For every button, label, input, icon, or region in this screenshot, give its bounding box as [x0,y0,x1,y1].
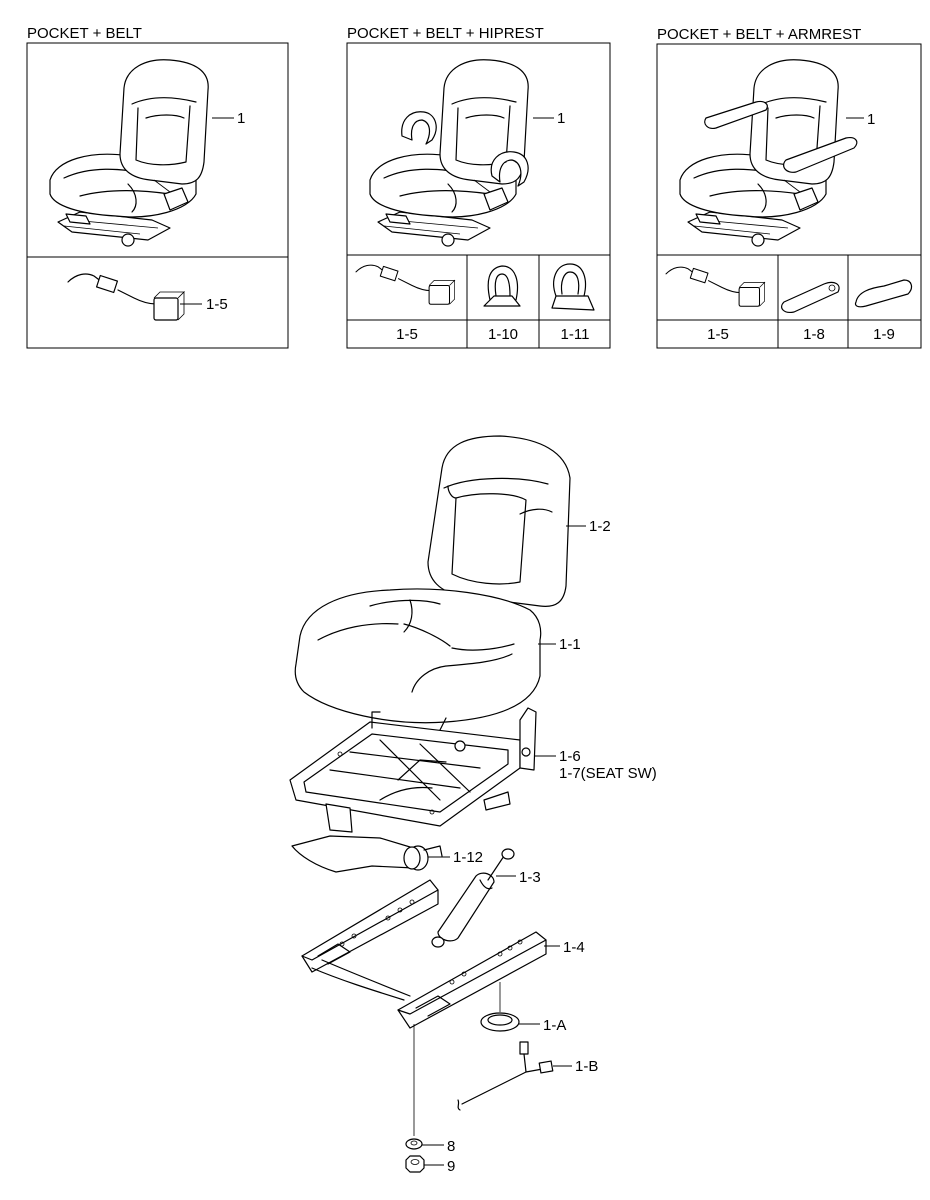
variant-panel-pocket-belt-armrest: POCKET + BELT + ARMREST 1 1-5 1-8 1-9 [656,26,922,349]
armrest-part-detail [828,284,836,292]
part-label: 1-8 [803,326,825,343]
nut-drawing [405,1155,425,1173]
callout-label: 1 [867,111,875,128]
belt-drawing [665,266,766,307]
callout-label: 1 [237,110,245,127]
variant-panel-pocket-belt-hiprest: POCKET + BELT + HIPREST 1 1-5 1-10 1-11 [346,25,611,349]
callout-label: 1-7(SEAT SW) [559,765,657,782]
grommet-drawing [480,1012,520,1032]
belt-drawing [67,273,185,321]
callout-label: 1-5 [206,296,228,313]
armrest-part-drawing [854,279,913,308]
seat-assembly-drawing [49,59,209,247]
part-label: 1-9 [873,326,895,343]
part-label: 1-11 [561,326,590,343]
callout-label: 1 [557,110,565,127]
part-label: 1-5 [396,326,418,343]
cover-plate-drawing [291,835,421,873]
backrest-drawing [427,435,571,607]
exploded-seat-view: 1-2 1-1 1-6 1 [289,435,657,1175]
shock-absorber-drawing [431,848,515,948]
variant-title: POCKET + BELT [27,25,142,42]
part-label: 1-5 [707,326,729,343]
hiprest-part-drawing [551,263,595,311]
armrest-right-drawing [783,137,858,173]
callout-label: 9 [447,1158,455,1175]
armrest-part-drawing [781,281,840,313]
callout-label: 1-12 [453,849,483,866]
hiprest-left-drawing [401,111,437,145]
variant-panel-pocket-belt: POCKET + BELT 1 1-5 [26,25,289,349]
armrest-left-drawing [704,100,768,129]
wire-harness-drawing [457,1041,554,1111]
callout-label: 1-B [575,1058,598,1075]
seat-frame-drawing [289,707,537,833]
part-label: 1-10 [488,326,518,343]
hiprest-part-drawing [483,265,521,307]
variant-frame [656,43,922,349]
variant-frame [346,42,611,349]
callout-label: 8 [447,1138,455,1155]
belt-drawing [355,264,456,305]
variant-frame [26,42,289,349]
callout-label: 1-6 [559,748,581,765]
callout-label: 1-4 [563,939,585,956]
slide-rail-drawing [301,879,547,1029]
callout-label: 1-1 [559,636,581,653]
washer-drawing [405,1138,423,1150]
knob-drawing [403,845,443,871]
variant-title: POCKET + BELT + HIPREST [347,25,544,42]
callout-label: 1-A [543,1017,566,1034]
callout-label: 1-3 [519,869,541,886]
hiprest-right-drawing [490,151,529,187]
cushion-drawing [294,588,542,724]
variant-title: POCKET + BELT + ARMREST [657,26,861,43]
callout-label: 1-2 [589,518,611,535]
